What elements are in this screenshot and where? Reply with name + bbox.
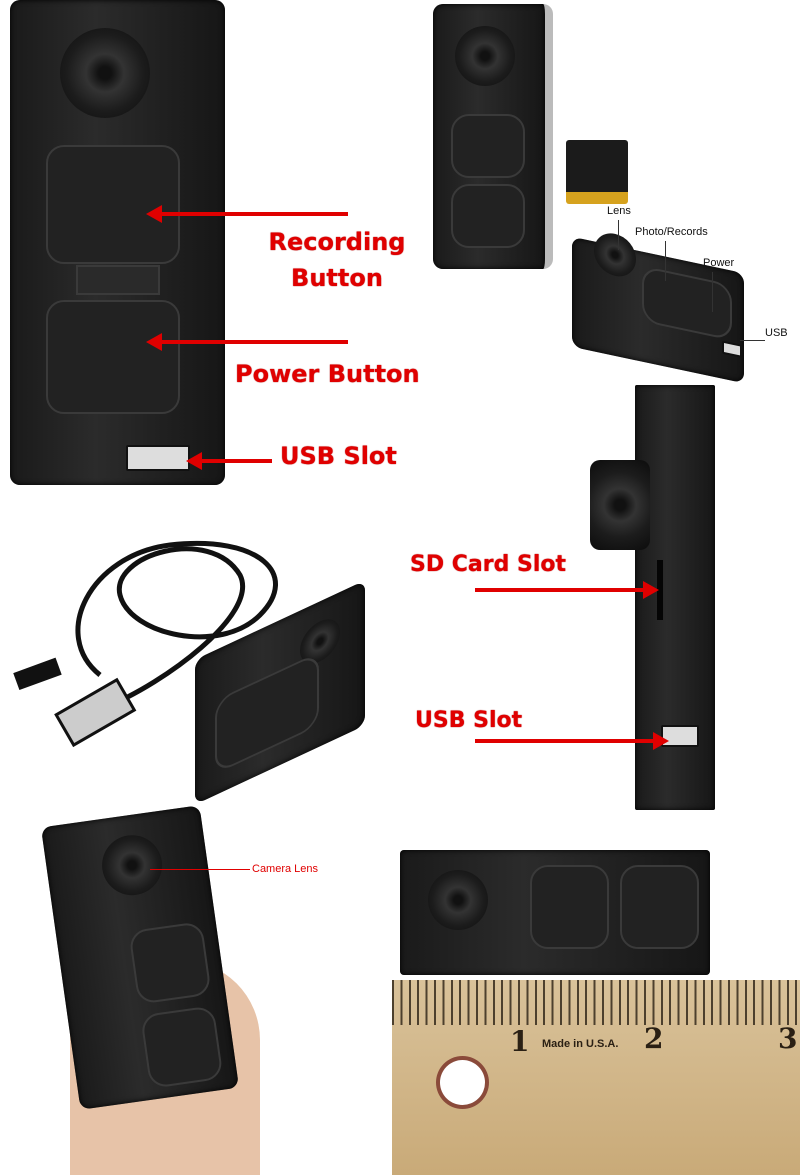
ruler-label-2: 2 [644, 1022, 664, 1055]
usb-slot-side-label: USB Slot [415, 708, 523, 733]
lens-button [60, 28, 150, 118]
ruler-label-1: 1 [510, 1025, 530, 1058]
camera-lens-leader [150, 869, 250, 870]
main-device-photo [10, 0, 225, 485]
usb-port [126, 445, 190, 471]
ruler-label-3: 3 [778, 1022, 798, 1055]
power-button-label: Power Button [235, 360, 420, 388]
usb-side-arrow [475, 739, 655, 743]
ruler-ticks [392, 980, 800, 1025]
recording-label-line1: Recording [268, 228, 406, 256]
power-button [140, 1005, 224, 1089]
recording-button-label: Recording Button [262, 224, 412, 296]
power-button [451, 184, 525, 248]
camera-lens-label: Camera Lens [252, 863, 319, 875]
photo-records-leader [665, 241, 666, 281]
lens-button [455, 26, 515, 86]
ruler: 1 2 3 Made in U.S.A. [392, 980, 800, 1175]
photo-records-label: Photo/Records [635, 226, 708, 238]
device-front-photo [433, 4, 553, 269]
recording-button [451, 114, 525, 178]
sd-card-slot-label: SD Card Slot [410, 552, 567, 577]
recording-button [530, 865, 609, 949]
recording-button [128, 921, 212, 1005]
cable [75, 541, 278, 708]
sd-card-arrow [475, 588, 645, 592]
lens-button [594, 229, 636, 281]
lens-leader [618, 220, 619, 250]
device-ruler-photo [400, 850, 710, 975]
mini-usb-plug [13, 657, 62, 690]
power-button [620, 865, 699, 949]
power-arrow [146, 333, 348, 351]
usb-label: USB [765, 327, 788, 339]
usb-arrow [186, 452, 272, 470]
usb-a-plug [54, 677, 137, 748]
ruler-hole [440, 1060, 485, 1105]
recording-label-line2: Button [291, 264, 383, 292]
recording-arrow [146, 205, 348, 223]
power-leader [712, 272, 713, 312]
photo-records-button [642, 265, 732, 341]
usb-leader [740, 340, 765, 341]
lens-button [428, 870, 488, 930]
recording-button [46, 145, 180, 264]
usb-port [722, 340, 742, 358]
usb-cable-photo [13, 541, 278, 748]
sd-card-slot [657, 560, 663, 620]
ruler-imprint: Made in U.S.A. [542, 1038, 619, 1050]
lens-button [98, 831, 166, 900]
lens-label: Lens [607, 205, 631, 217]
lens-button-side [590, 460, 650, 550]
divider-tab [76, 265, 160, 295]
power-button [46, 300, 180, 414]
sd-card-icon [566, 140, 628, 204]
usb-slot-label: USB Slot [280, 442, 397, 470]
power-label: Power [703, 257, 735, 269]
recording-button [215, 651, 319, 775]
